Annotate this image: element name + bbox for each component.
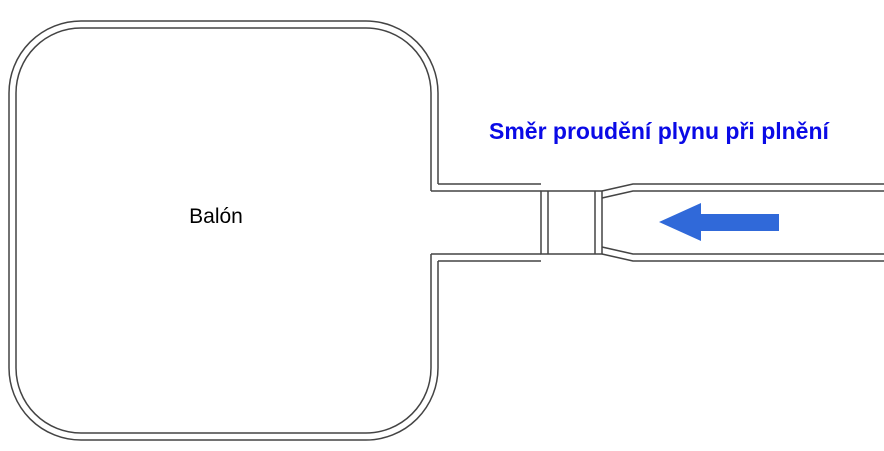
valve xyxy=(540,190,603,255)
flow-direction-label: Směr proudění plynu při plnění xyxy=(489,118,831,144)
inlet-bottom-outer-wall xyxy=(601,253,884,262)
inlet-tube xyxy=(601,183,884,262)
inlet-top-outer-wall xyxy=(601,183,884,192)
balloon-neck-tube xyxy=(431,183,541,262)
diagram-linework xyxy=(8,20,884,441)
flow-direction-arrow-icon xyxy=(659,203,779,241)
inlet-bottom-inner-wall xyxy=(601,246,884,255)
valve-body xyxy=(540,190,603,255)
balloon-body xyxy=(8,20,439,441)
balloon-outline-inner xyxy=(15,27,432,434)
inlet-top-inner-wall xyxy=(601,190,884,199)
balloon-outline-outer xyxy=(8,20,439,441)
balloon-label: Balón xyxy=(189,205,243,228)
